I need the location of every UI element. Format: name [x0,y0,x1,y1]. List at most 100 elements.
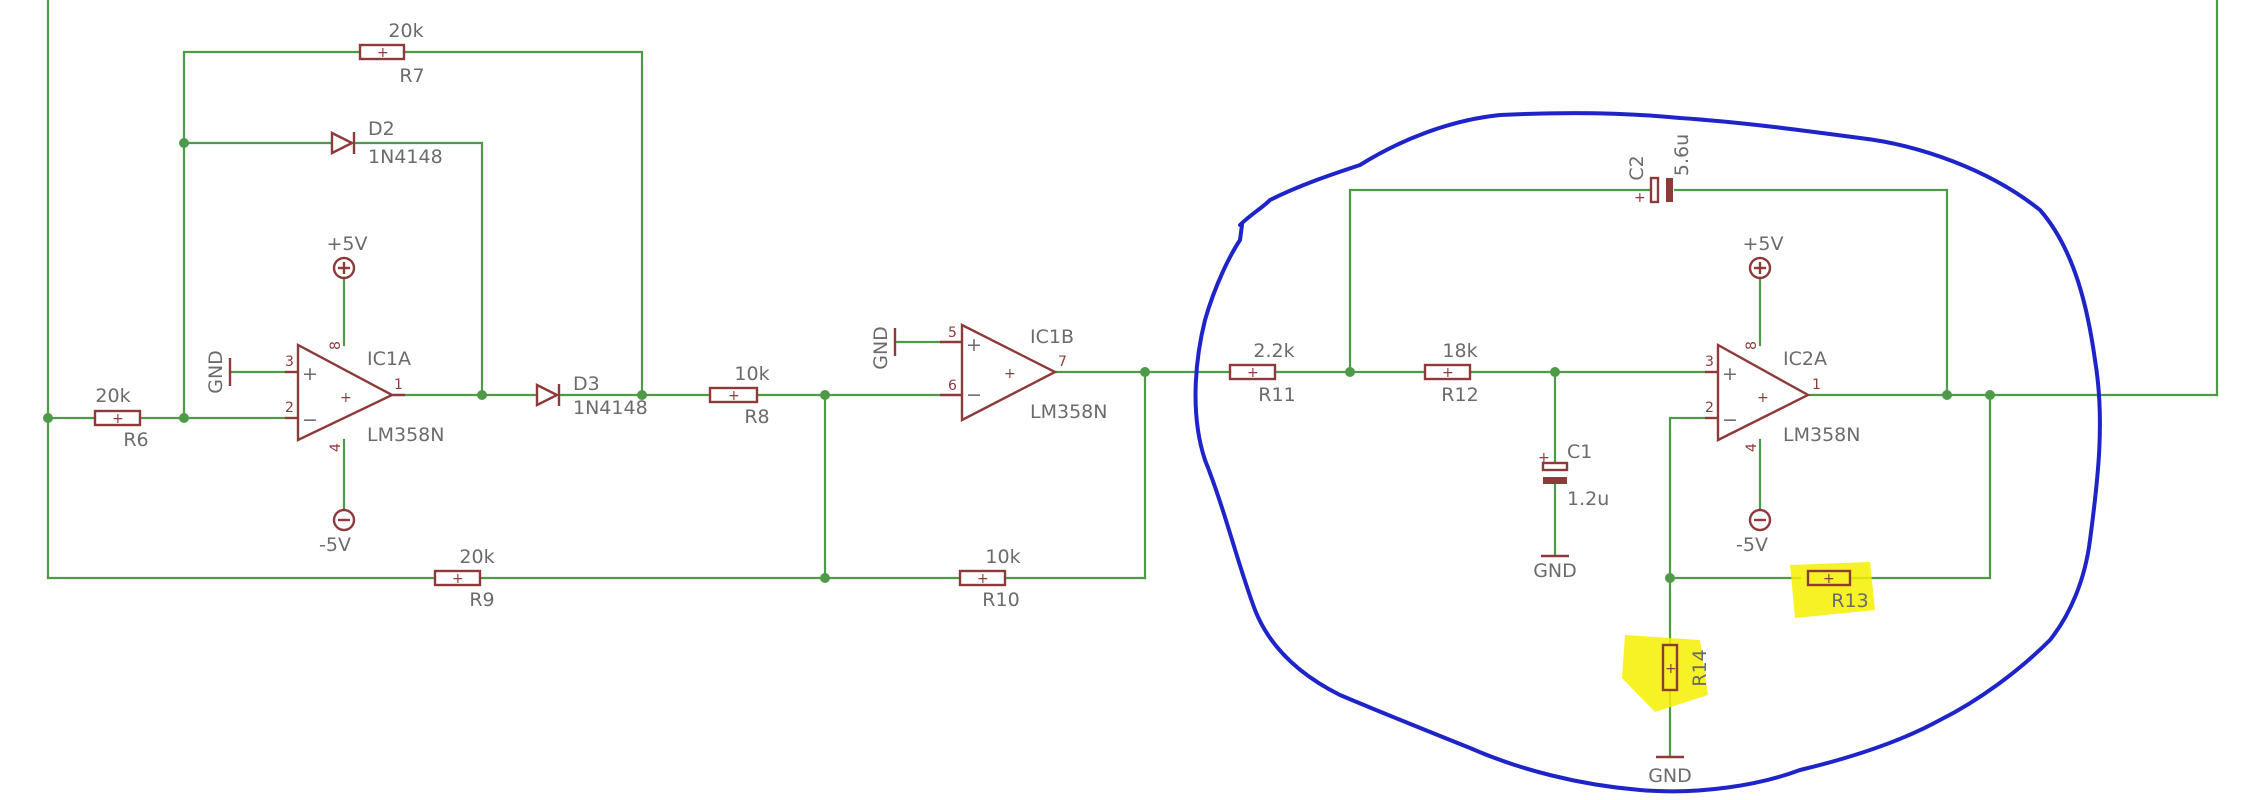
svg-text:+: + [112,411,124,427]
svg-text:+: + [1442,365,1454,381]
resistor-r10: + 10k R10 [958,546,1021,611]
ic1a-pin-inv: 2 [285,400,294,416]
svg-text:+: + [302,363,318,385]
ic2a-pin-noninv: 3 [1705,354,1714,370]
r12-name: R12 [1441,384,1478,406]
ic1b-pin-out: 7 [1058,354,1067,370]
r7-value: 20k [388,20,423,42]
r11-name: R11 [1258,384,1295,406]
capacitor-c1: + C1 1.2u [1538,441,1609,510]
ic1a-pin-noninv: 3 [285,354,294,370]
junction-dots [43,138,1995,583]
supply-pos-label: +5V [326,233,367,255]
r14-name: R14 [1689,649,1711,686]
ic1a-pin-out: 1 [394,377,403,393]
ic1b-name: IC1B [1030,326,1074,348]
svg-text:+: + [452,571,464,587]
ic1a-pin-vee: 4 [328,443,344,452]
d2-name: D2 [368,118,395,140]
ic2a-pin-out: 1 [1812,377,1821,393]
resistor-r7: + 20k R7 [358,20,425,87]
c1-value: 1.2u [1567,488,1609,510]
supply-neg-label: -5V [1736,534,1768,556]
gnd-ic1a: GND [205,350,232,394]
diode-d2: D2 1N4148 [330,118,443,168]
svg-text:+: + [977,571,989,587]
r11-value: 2.2k [1253,340,1294,362]
gnd-label: GND [205,350,227,394]
d3-name: D3 [573,373,600,395]
r13-name: R13 [1831,590,1868,612]
highlight-r14 [1622,635,1708,712]
svg-text:+: + [1247,365,1259,381]
d2-value: 1N4148 [368,146,443,168]
svg-text:+: + [1823,571,1835,587]
resistor-r6: + 20k R6 [93,385,149,451]
svg-text:+: + [1538,450,1550,466]
hand-drawn-circle-annotation [1193,111,2102,794]
gnd-label: GND [870,326,892,370]
r6-value: 20k [95,385,130,407]
diode-d3: D3 1N4148 [535,373,648,419]
r10-value: 10k [985,546,1020,568]
gnd-r14: GND [1648,755,1692,787]
yellow-highlights [1622,562,1875,712]
ic2a-pin-vcc: 8 [1744,341,1760,350]
supply-neg-ic1a: -5V [319,508,356,556]
ic2a-pin-inv: 2 [1705,400,1714,416]
gnd-label: GND [1648,765,1692,787]
svg-text:+: + [1722,363,1738,385]
r7-name: R7 [399,65,424,87]
ic1a-part: LM358N [367,424,444,446]
svg-text:+: + [1004,366,1016,382]
ic1b-pin-noninv: 5 [948,325,957,341]
ic2a-name: IC2A [1783,348,1827,370]
ic1a-name: IC1A [367,348,411,370]
opamp-ic2a: + − + 3 2 1 8 4 IC2A LM358N [1705,341,1860,452]
r9-value: 20k [459,546,494,568]
resistor-r9: + 20k R9 [433,546,495,611]
r8-name: R8 [744,406,769,428]
r9-name: R9 [469,589,494,611]
resistor-r12: + 18k R12 [1423,340,1479,406]
ic1a-pin-vcc: 8 [328,341,344,350]
ic2a-pin-vee: 4 [1744,443,1760,452]
r8-value: 10k [734,363,769,385]
resistor-r14: + R14 [1661,643,1711,692]
c2-value: 5.6u [1671,134,1693,176]
supply-neg-ic2a: -5V [1736,508,1772,556]
svg-text:−: − [966,384,982,406]
resistor-r11: + 2.2k R11 [1228,340,1296,406]
svg-text:+: + [340,390,352,406]
svg-text:−: − [302,409,318,431]
supply-pos-ic2a: +5V [1742,233,1784,280]
gnd-ic1b: GND [870,326,897,370]
r12-value: 18k [1442,340,1477,362]
gnd-label: GND [1533,560,1577,582]
svg-text:+: + [1665,661,1677,677]
capacitor-c2: + C2 5.6u [1626,134,1693,206]
d3-value: 1N4148 [573,397,648,419]
svg-text:+: + [1757,390,1769,406]
svg-text:+: + [966,334,982,356]
highlight-r13 [1790,562,1875,618]
svg-text:+: + [1634,190,1646,206]
c2-name: C2 [1626,155,1648,180]
wires [46,0,2219,757]
ic1b-pin-inv: 6 [948,378,957,394]
supply-pos-label: +5V [1742,233,1783,255]
opamp-ic1b: + − + 5 6 7 IC1B LM358N [940,323,1107,423]
svg-text:+: + [728,388,740,404]
supply-pos-ic1a: +5V [326,233,368,280]
ic2a-part: LM358N [1783,424,1860,446]
ic1b-part: LM358N [1030,401,1107,423]
r6-name: R6 [123,429,148,451]
r10-name: R10 [982,589,1019,611]
opamp-ic1a: + − + 3 2 1 8 4 IC1A LM358N [285,341,444,452]
svg-text:−: − [1722,409,1738,431]
supply-neg-label: -5V [319,534,351,556]
gnd-c1: GND [1533,554,1577,582]
resistor-r13: + R13 [1806,569,1869,612]
svg-text:+: + [377,45,389,61]
